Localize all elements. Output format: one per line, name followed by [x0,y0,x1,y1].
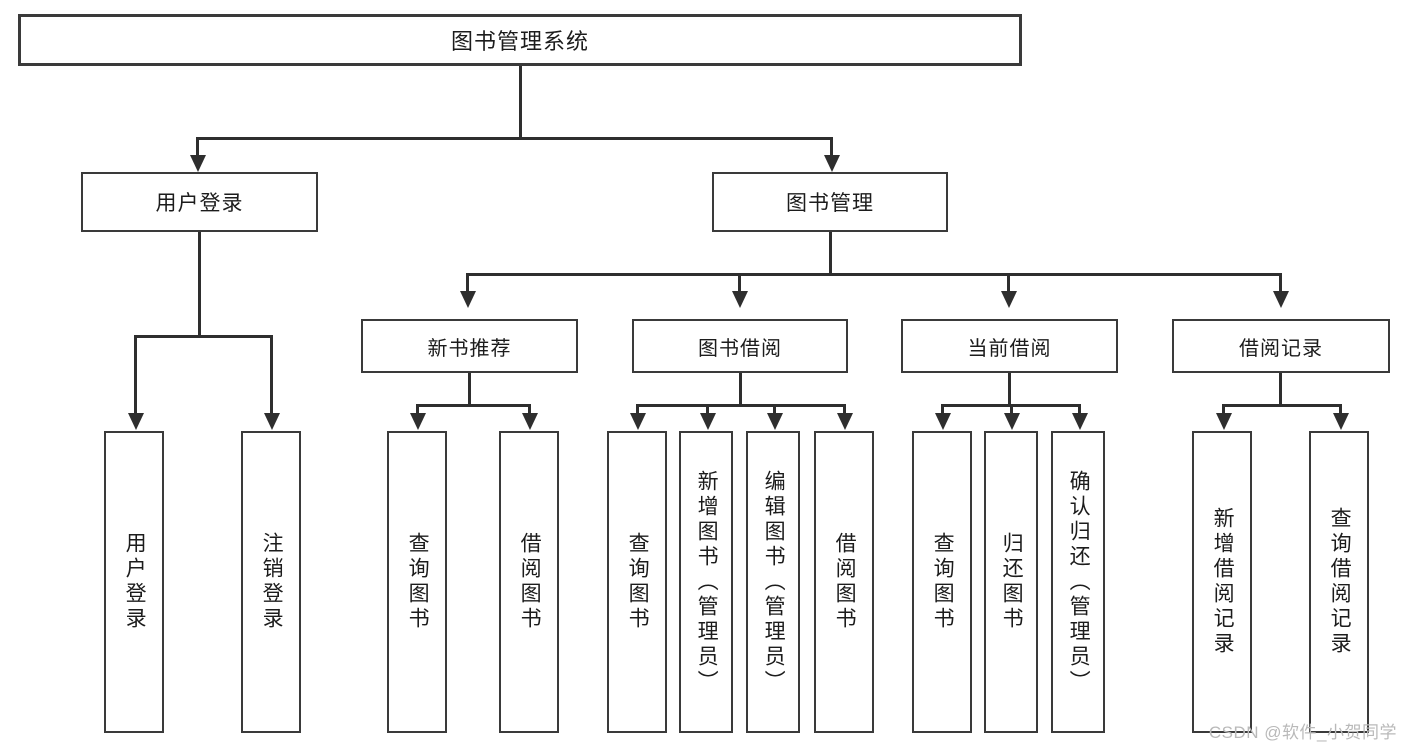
connector-level2-drop-2 [738,273,741,295]
node-user-login[interactable]: 用户登录 [81,172,318,232]
leaf-query-borrow-record[interactable]: 查询借阅记录 [1309,431,1369,733]
connector-userlogin-drop-1 [134,335,137,417]
arrow-currentborrow-1 [935,413,951,430]
arrow-currentborrow-2 [1004,413,1020,430]
connector-newbook-stem [468,373,471,404]
connector-newbook-drop-1 [416,404,419,417]
leaf-add-borrow-record[interactable]: 新增借阅记录 [1192,431,1252,733]
connector-bookborrow-bus [636,404,846,407]
connector-level2-drop-3 [1007,273,1010,295]
node-book-management[interactable]: 图书管理 [712,172,948,232]
connector-borrowrecord-drop-1 [1222,404,1225,417]
connector-borrowrecord-drop-2 [1339,404,1342,417]
connector-bookborrow-drop-1 [636,404,639,417]
connector-level2-bus [466,273,1282,276]
arrow-newbook-2 [522,413,538,430]
leaf-query-book-currentborrow[interactable]: 查询图书 [912,431,972,733]
leaf-edit-book-admin[interactable]: 编辑图书（管理员） [746,431,800,733]
connector-level2-drop-4 [1279,273,1282,295]
arrow-bookborrow-1 [630,413,646,430]
leaf-borrow-book-bookborrow[interactable]: 借阅图书 [814,431,874,733]
leaf-add-book-admin[interactable]: 新增图书（管理员） [679,431,733,733]
connector-newbook-bus [416,404,531,407]
connector-currentborrow-drop-3 [1078,404,1081,417]
connector-bookborrow-drop-2 [706,404,709,417]
arrow-newbook-1 [410,413,426,430]
connector-currentborrow-drop-2 [1010,404,1013,417]
arrow-bookborrow-4 [837,413,853,430]
arrow-level1-2 [824,155,840,172]
connector-bookborrow-stem [739,373,742,404]
connector-borrowrecord-stem [1279,373,1282,404]
connector-level1-bus [196,137,833,140]
leaf-return-book[interactable]: 归还图书 [984,431,1038,733]
arrow-userlogin-2 [264,413,280,430]
node-book-borrow[interactable]: 图书借阅 [632,319,848,373]
arrow-userlogin-1 [128,413,144,430]
connector-userlogin-bus [134,335,273,338]
leaf-borrow-book-newbook[interactable]: 借阅图书 [499,431,559,733]
connector-root-stem [519,66,522,137]
arrow-level2-4 [1273,291,1289,308]
arrow-currentborrow-3 [1072,413,1088,430]
arrow-level1-1 [190,155,206,172]
arrow-level2-3 [1001,291,1017,308]
arrow-bookborrow-3 [767,413,783,430]
connector-currentborrow-drop-1 [941,404,944,417]
leaf-user-login[interactable]: 用户登录 [104,431,164,733]
connector-bookborrow-drop-3 [773,404,776,417]
leaf-query-book-newbook[interactable]: 查询图书 [387,431,447,733]
arrow-level2-2 [732,291,748,308]
connector-bookmgmt-stem [829,232,832,273]
connector-bookborrow-drop-4 [843,404,846,417]
node-borrow-record[interactable]: 借阅记录 [1172,319,1390,373]
connector-userlogin-stem [198,232,201,335]
node-current-borrow[interactable]: 当前借阅 [901,319,1118,373]
arrow-borrowrecord-2 [1333,413,1349,430]
leaf-logout[interactable]: 注销登录 [241,431,301,733]
arrow-borrowrecord-1 [1216,413,1232,430]
arrow-level2-1 [460,291,476,308]
node-root[interactable]: 图书管理系统 [18,14,1022,66]
connector-newbook-drop-2 [528,404,531,417]
connector-borrowrecord-bus [1222,404,1342,407]
leaf-confirm-return-admin[interactable]: 确认归还（管理员） [1051,431,1105,733]
connector-userlogin-drop-2 [270,335,273,417]
connector-level1-drop-1 [196,137,199,157]
arrow-bookborrow-2 [700,413,716,430]
connector-level1-drop-2 [830,137,833,157]
leaf-query-book-bookborrow[interactable]: 查询图书 [607,431,667,733]
connector-level2-drop-1 [466,273,469,295]
node-new-book-recommend[interactable]: 新书推荐 [361,319,578,373]
connector-currentborrow-stem [1008,373,1011,404]
